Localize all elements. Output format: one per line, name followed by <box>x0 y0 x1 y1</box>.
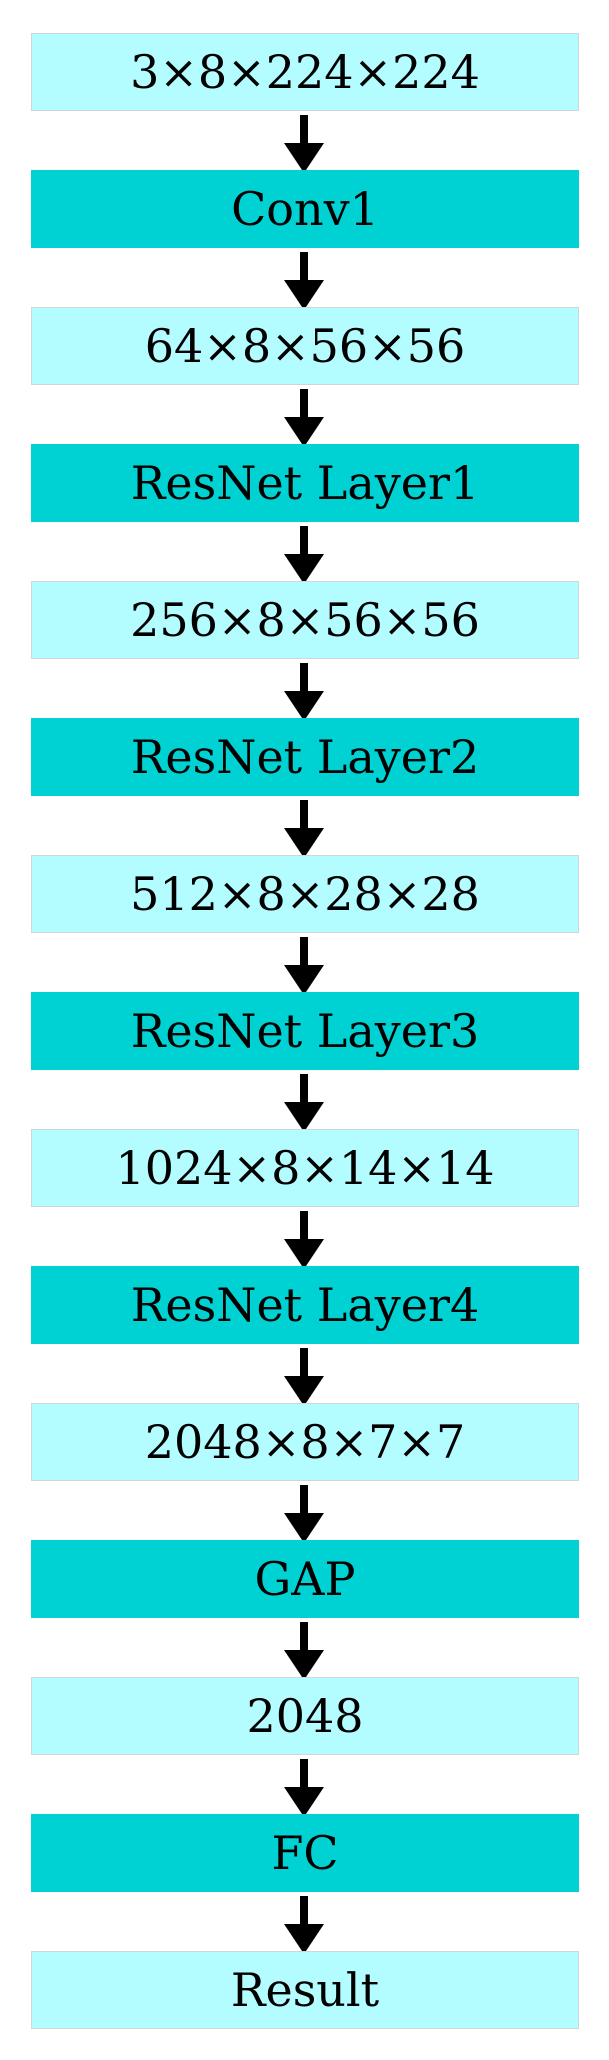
down-arrow-icon <box>284 389 324 447</box>
resnet-layer3-box: ResNet Layer3 <box>31 992 579 1070</box>
layer2-output-tensor-box: 512×8×28×28 <box>31 855 579 933</box>
down-arrow-icon <box>284 1348 324 1406</box>
gap-layer-box: GAP <box>31 1540 579 1618</box>
down-arrow-icon <box>284 800 324 858</box>
down-arrow-icon <box>284 1485 324 1543</box>
gap-output-tensor-box: 2048 <box>31 1677 579 1755</box>
down-arrow-icon <box>284 1622 324 1680</box>
layer3-output-tensor-box: 1024×8×14×14 <box>31 1129 579 1207</box>
input-tensor-box: 3×8×224×224 <box>31 33 579 111</box>
down-arrow-icon <box>284 115 324 173</box>
down-arrow-icon <box>284 526 324 584</box>
layer4-output-tensor-box: 2048×8×7×7 <box>31 1403 579 1481</box>
result-box: Result <box>31 1951 579 2029</box>
resnet-layer1-box: ResNet Layer1 <box>31 444 579 522</box>
down-arrow-icon <box>284 1074 324 1132</box>
conv1-layer-box: Conv1 <box>31 170 579 248</box>
fc-layer-box: FC <box>31 1814 579 1892</box>
down-arrow-icon <box>284 937 324 995</box>
down-arrow-icon <box>284 663 324 721</box>
down-arrow-icon <box>284 1896 324 1954</box>
resnet-layer4-box: ResNet Layer4 <box>31 1266 579 1344</box>
resnet-layer2-box: ResNet Layer2 <box>31 718 579 796</box>
layer1-output-tensor-box: 256×8×56×56 <box>31 581 579 659</box>
conv1-output-tensor-box: 64×8×56×56 <box>31 307 579 385</box>
down-arrow-icon <box>284 1211 324 1269</box>
down-arrow-icon <box>284 252 324 310</box>
down-arrow-icon <box>284 1759 324 1817</box>
